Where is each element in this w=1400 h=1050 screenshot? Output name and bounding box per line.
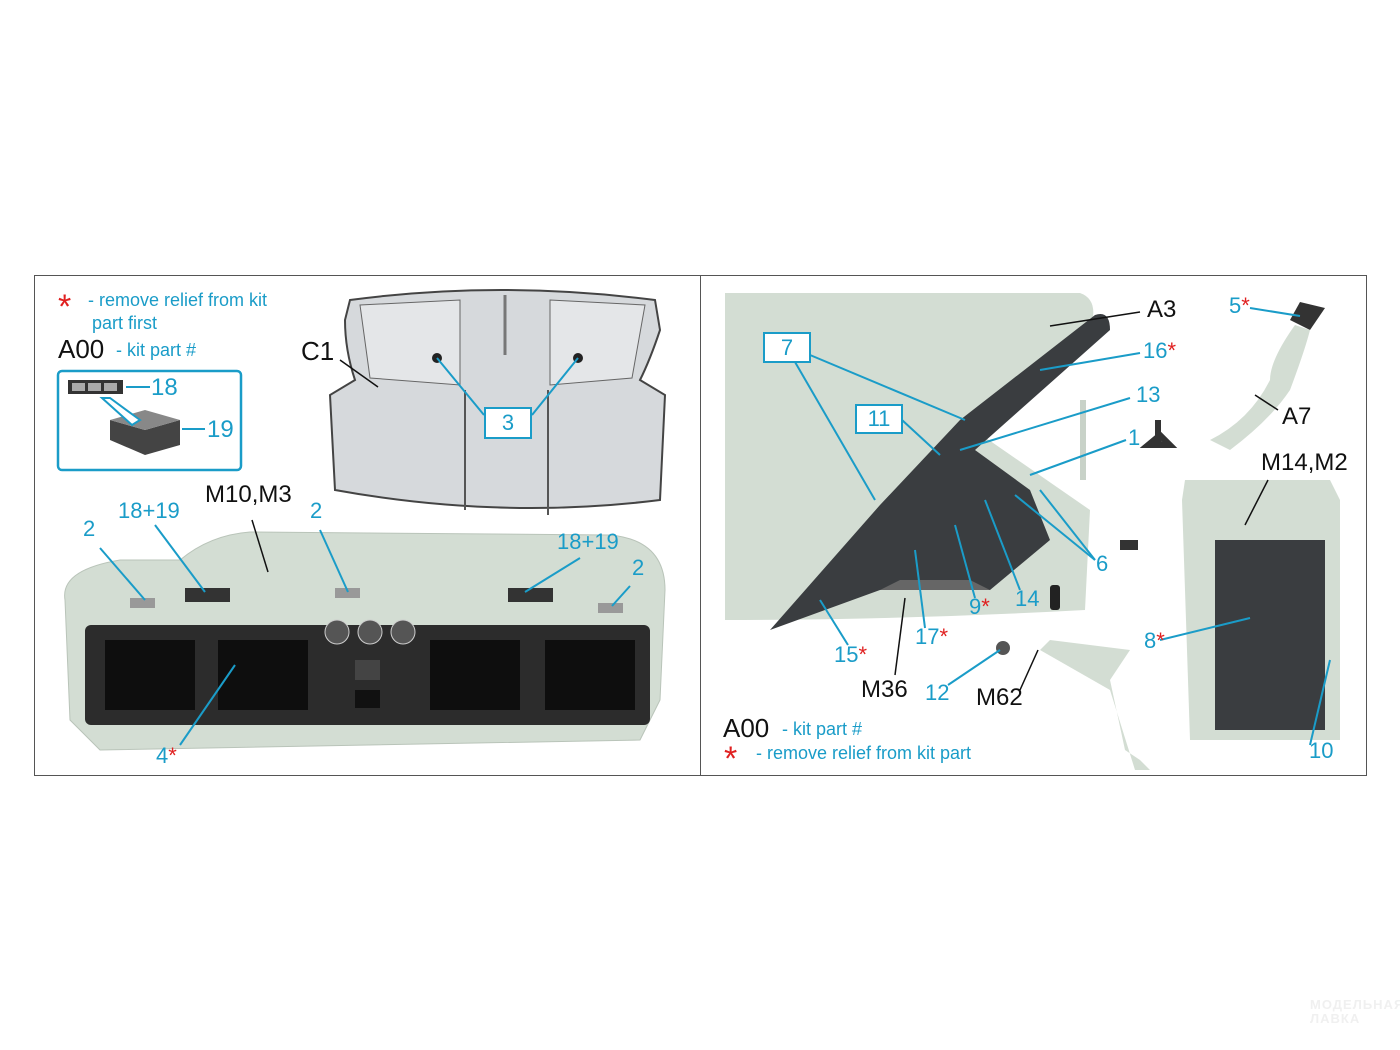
label-18-19a: 18+19 (118, 498, 180, 523)
legend-kit-part-right: - kit part # (782, 719, 863, 739)
label-a3: A3 (1147, 296, 1177, 323)
label-box-11: 11 (855, 404, 903, 434)
label-17-num: 17 (915, 624, 940, 649)
legend-remove-relief-right: - remove relief from kit part (756, 743, 972, 763)
label-2c: 2 (632, 555, 645, 580)
label-8: 8* (1144, 630, 1165, 652)
star-icon: * (1241, 293, 1250, 318)
label-4: 4* (156, 745, 177, 767)
label-5: 5* (1229, 295, 1250, 317)
windshield-part (328, 289, 667, 515)
legend-kit-code-right: A00 (723, 713, 770, 743)
label-m36: M36 (861, 676, 908, 703)
label-18-inset: 18 (151, 374, 178, 401)
star-icon: * (1167, 338, 1177, 363)
label-15: 15* (834, 644, 867, 666)
label-c1: C1 (301, 336, 335, 366)
label-1: 1 (1128, 425, 1141, 450)
label-box-7: 7 (763, 332, 811, 363)
label-a7: A7 (1282, 403, 1312, 430)
label-16: 16* (1143, 340, 1176, 362)
label-9: 9* (969, 596, 990, 618)
legend-kit-part: - kit part # (116, 340, 197, 360)
label-14: 14 (1015, 586, 1040, 611)
star-icon: * (981, 594, 990, 619)
label-m10-m3: M10,M3 (205, 481, 292, 508)
instrument-panel-part (64, 531, 666, 751)
star-icon: * (58, 288, 72, 326)
watermark-line-2: ЛАВКА (1310, 1011, 1361, 1027)
star-icon: * (168, 743, 177, 768)
cockpit-floor-part (725, 293, 1110, 630)
label-2a: 2 (83, 516, 96, 541)
label-2b: 2 (310, 498, 323, 523)
star-icon: * (1156, 628, 1165, 653)
watermark-line-1: МОДЕЛЬНАЯ (1310, 997, 1400, 1012)
right-panel-frame (700, 275, 1367, 776)
label-12: 12 (925, 680, 950, 705)
label-18-19b: 18+19 (557, 529, 619, 554)
label-8-num: 8 (1144, 628, 1157, 653)
star-icon: * (858, 642, 868, 667)
label-4-num: 4 (156, 743, 169, 768)
legend-remove-relief: - remove relief from kit (88, 290, 268, 310)
label-17: 17* (915, 626, 948, 648)
label-16-num: 16 (1143, 338, 1168, 363)
label-9-num: 9 (969, 594, 982, 619)
label-13: 13 (1136, 382, 1161, 407)
label-15-num: 15 (834, 642, 859, 667)
star-icon: * (939, 624, 949, 649)
label-box-3: 3 (484, 407, 532, 439)
label-6: 6 (1096, 551, 1109, 576)
label-5-num: 5 (1229, 293, 1242, 318)
label-19-inset: 19 (207, 416, 234, 443)
legend-remove-relief-2: part first (92, 313, 158, 333)
star-icon: * (724, 740, 738, 778)
legend-kit-code: A00 (58, 334, 105, 364)
label-10: 10 (1309, 738, 1334, 763)
label-m62: M62 (976, 684, 1023, 711)
label-m14-m2: M14,M2 (1261, 449, 1348, 476)
